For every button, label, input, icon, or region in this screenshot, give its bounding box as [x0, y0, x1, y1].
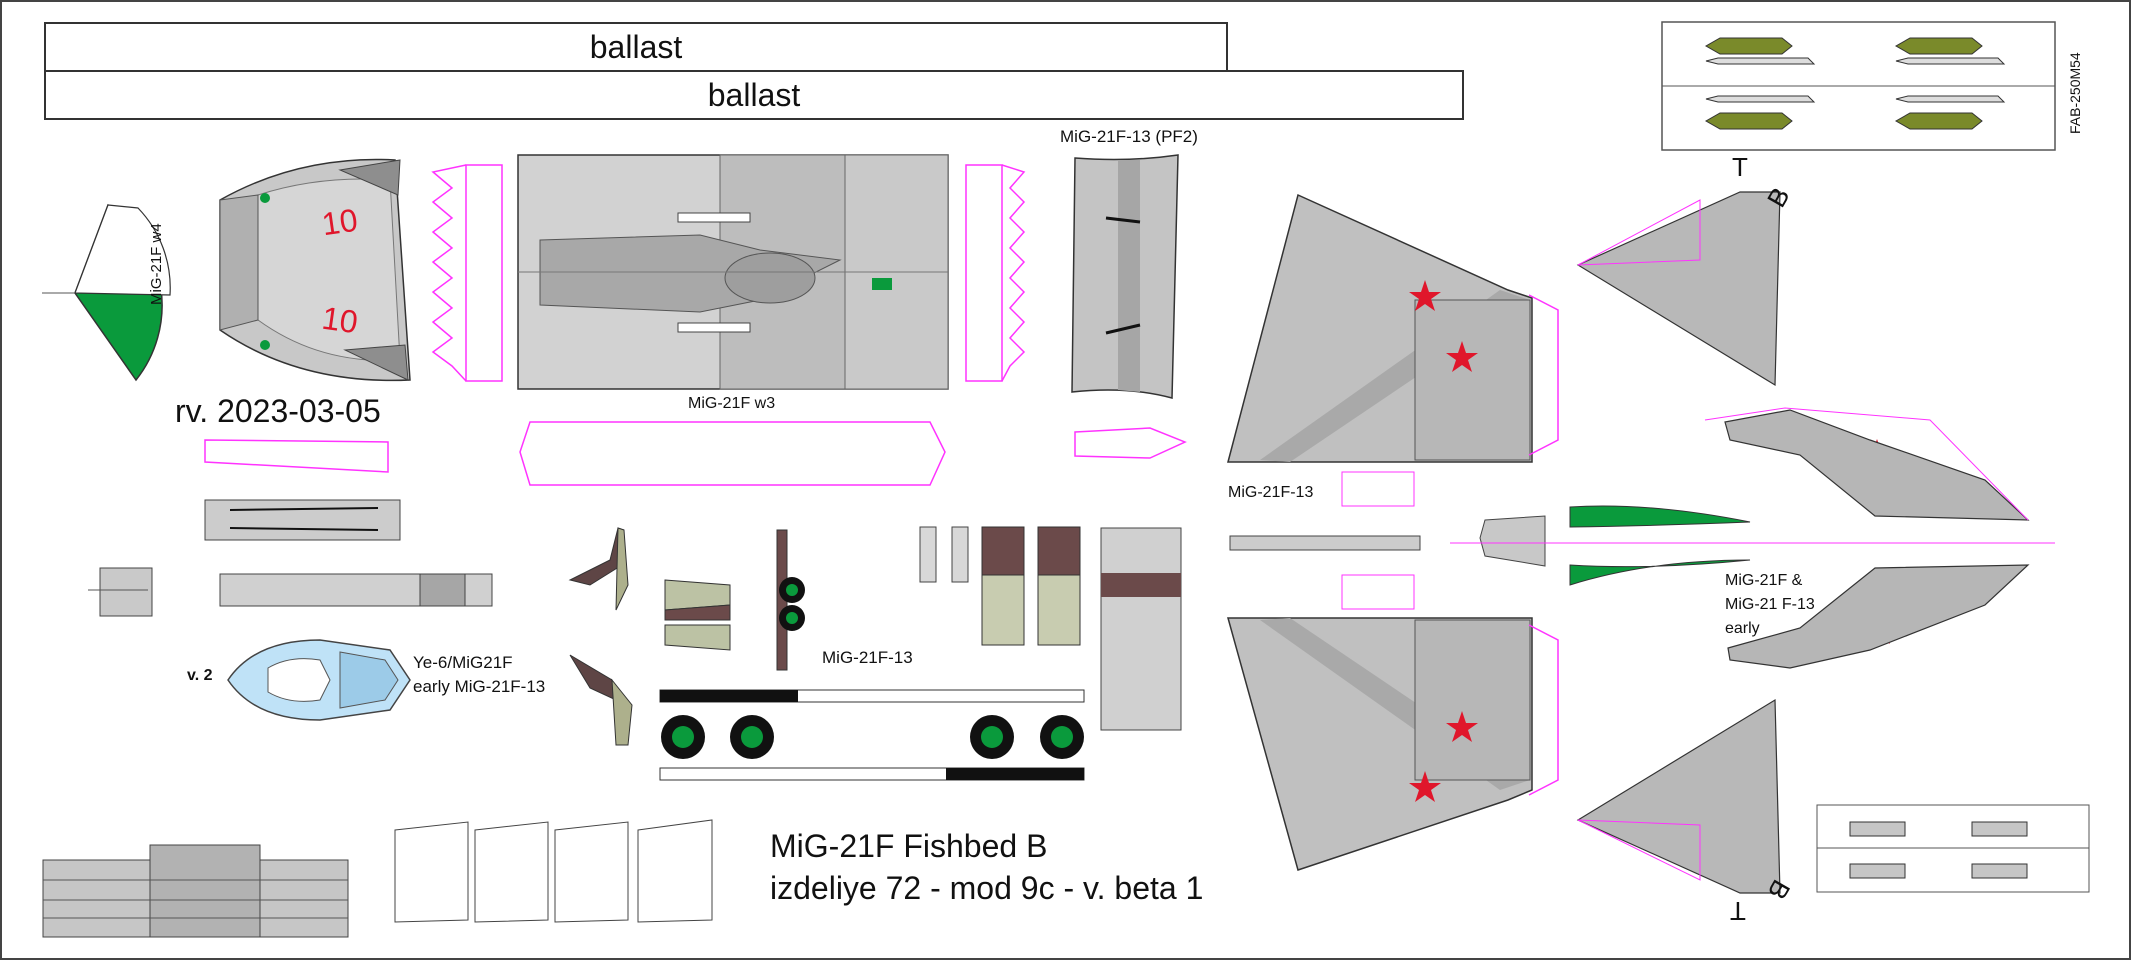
fin-tip-lower: [1569, 559, 1751, 586]
ye6-label-line1: Ye-6/MiG21F: [413, 653, 513, 672]
mig21f13-label-wing: MiG-21F-13: [1228, 484, 1314, 501]
revision-label: rv. 2023-03-05: [175, 393, 381, 429]
early-label-line1: MiG-21F &: [1725, 572, 1803, 589]
strip-parts: [88, 499, 493, 617]
wing-upper-part: [1227, 193, 1559, 463]
w3-label: MiG-21F w3: [688, 395, 776, 412]
sheet-title-line2: izdeliye 72 - mod 9c - v. beta 1: [770, 870, 1204, 906]
exhaust-strip-part: [42, 844, 349, 938]
fold-tabs-left: [431, 164, 1026, 382]
small-parts-box: [1816, 804, 2090, 893]
canopy-version-label: v. 2: [187, 667, 213, 684]
frame-parts: [394, 819, 713, 923]
fuselage-w3-part: [517, 154, 949, 390]
fuselage-w4-part: [219, 158, 411, 382]
nacelle-cone-parts: [204, 421, 1187, 486]
stabilizer-lower-part: [1576, 698, 1781, 894]
ballast-bar-top: ballast: [44, 22, 1228, 72]
wing-lower-part: [1227, 617, 1559, 871]
fold-mark-t-upper: T: [1732, 152, 1748, 182]
ballast-label-bottom: ballast: [707, 77, 801, 113]
jet-nozzle-part: [1479, 515, 1546, 567]
fold-mark-t-lower: T: [1730, 896, 1746, 926]
pf2-part: [1071, 154, 1179, 399]
landing-gear-parts: [568, 526, 1182, 746]
early-label-line2: MiG-21 F-13: [1725, 596, 1815, 613]
stabilizer-upper-part: [1576, 191, 1781, 387]
sheet-title-line1: MiG-21F Fishbed B: [770, 828, 1048, 864]
nose-cone-part: [42, 203, 171, 382]
nose-number-lower: 10: [319, 299, 360, 341]
fab-label: FAB-250M54: [2067, 52, 2083, 134]
wing-tab-upper: [1341, 471, 1415, 507]
canopy-part: [227, 639, 411, 721]
mig21f13-label-gear: MiG-21F-13: [822, 648, 913, 667]
w4-label: MiG-21F w4: [148, 223, 165, 305]
fin-tip-upper: [1569, 505, 1751, 528]
nose-number-upper: 10: [319, 201, 360, 243]
wheel-parts: [659, 689, 1085, 781]
wing-strip: [1229, 535, 1421, 551]
pf2-label: MiG-21F-13 (PF2): [1060, 127, 1198, 146]
fab-bomb-parts: [1661, 21, 2056, 151]
tail-fin-lower-part: [1727, 564, 2030, 669]
early-label-line3: early: [1725, 620, 1760, 637]
ye6-label-line2: early MiG-21F-13: [413, 677, 546, 696]
wing-tab-lower: [1341, 574, 1415, 610]
tail-fin-upper-part: [1704, 407, 2030, 521]
ballast-label-top: ballast: [589, 29, 683, 65]
ballast-bar-bottom: ballast: [44, 70, 1464, 120]
